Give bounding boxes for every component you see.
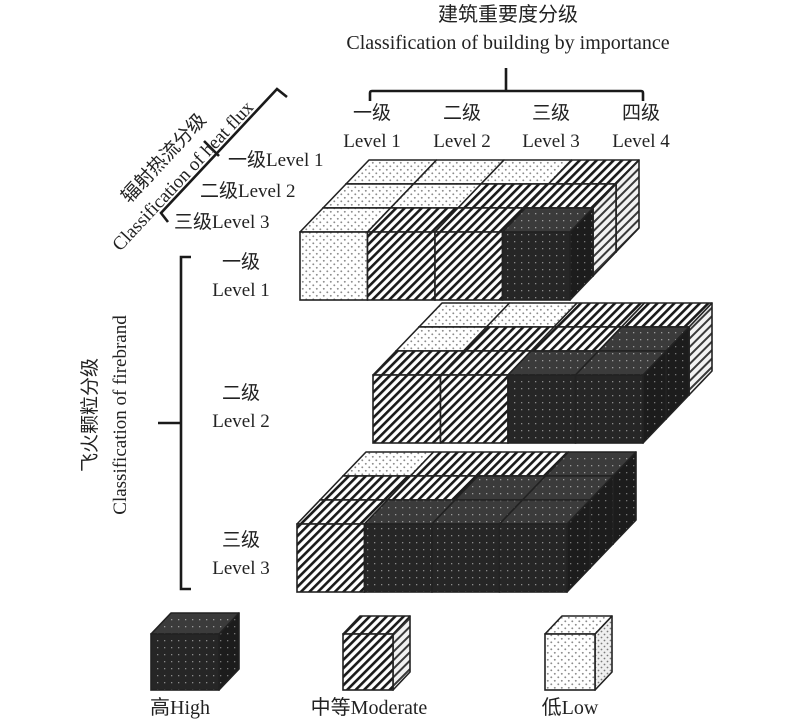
legend-swatch-high	[150, 612, 240, 691]
building-level-4-cn: 四级	[621, 103, 661, 124]
legend-swatch-low-front-face	[544, 633, 596, 691]
axis-brackets	[158, 68, 645, 591]
risk-cell-fb1-hf3-bld2-front-face	[366, 231, 436, 301]
risk-cell-fb1-hf3-bld1	[299, 207, 392, 301]
building-level-1-en: Level 1	[343, 131, 401, 152]
legend-swatch-moderate	[342, 615, 411, 691]
risk-cell-fb3-hf3-bld1	[296, 499, 389, 593]
firebrand-level-3-en: Level 3	[212, 558, 270, 579]
legend-swatch-moderate-front-face	[342, 633, 394, 691]
risk-cell-fb1-hf3-bld1-front-face	[299, 231, 369, 301]
building-axis-title-cn: 建筑重要度分级	[438, 4, 578, 26]
building-axis-title-en: Classification of building by importance	[346, 32, 670, 54]
building-level-2-cn: 二级	[442, 103, 482, 124]
legend-label-moderate: 中等Moderate	[310, 697, 428, 719]
risk-cell-fb3-hf3-bld4-front-face	[498, 523, 568, 593]
risk-cell-fb2-hf3-bld1-front-face	[372, 374, 442, 444]
legend-swatch-low	[544, 615, 613, 691]
risk-cell-fb1-hf3-bld2	[366, 207, 459, 301]
risk-cell-fb2-hf3-bld4	[574, 350, 667, 444]
legend-label-high: 高High	[150, 697, 210, 719]
legend-label-low: 低Low	[541, 697, 599, 719]
heat-flux-axis-bracket	[159, 87, 288, 223]
risk-cell-fb3-hf3-bld2-front-face	[363, 523, 433, 593]
firebrand-level-3-cn: 三级	[221, 530, 261, 551]
risk-block-firebrand-level-3	[296, 451, 637, 593]
firebrand-level-2-en: Level 2	[212, 411, 270, 432]
risk-block-firebrand-level-1	[299, 159, 640, 301]
firebrand-level-2-cn: 二级	[221, 383, 261, 404]
firebrand-level-1-cn: 一级	[221, 252, 261, 273]
firebrand-axis-title-en: Classification of firebrand	[110, 315, 131, 515]
risk-cell-fb2-hf3-bld2-front-face	[439, 374, 509, 444]
heat-flux-level-3: 三级Level 3	[174, 212, 270, 233]
risk-cell-fb1-hf3-bld4	[501, 207, 594, 301]
heat-flux-level-2: 二级Level 2	[200, 181, 296, 202]
building-level-3-cn: 三级	[531, 103, 571, 124]
risk-cell-fb1-hf3-bld4-front-face	[501, 231, 571, 301]
risk-cell-fb2-hf3-bld2	[439, 350, 532, 444]
legend-swatch-high-front-face	[150, 633, 220, 691]
firebrand-level-1-en: Level 1	[212, 280, 270, 301]
legend-swatches	[150, 612, 613, 691]
risk-cell-fb3-hf3-bld3	[431, 499, 524, 593]
building-level-3-en: Level 3	[522, 131, 580, 152]
risk-cell-fb3-hf3-bld3-front-face	[431, 523, 501, 593]
risk-cell-fb3-hf3-bld4	[498, 499, 591, 593]
risk-cell-fb3-hf3-bld1-front-face	[296, 523, 366, 593]
firebrand-axis-title: 飞火颗粒分级 Classification of firebrand	[76, 265, 136, 565]
building-level-4-en: Level 4	[612, 131, 670, 152]
firebrand-axis-title-cn: 飞火颗粒分级	[80, 358, 101, 473]
risk-blocks	[296, 159, 713, 593]
heat-flux-level-1: 一级Level 1	[228, 150, 324, 171]
risk-cell-fb3-hf3-bld2	[363, 499, 456, 593]
risk-block-firebrand-level-2	[372, 302, 713, 444]
building-level-2-en: Level 2	[433, 131, 491, 152]
risk-cell-fb2-hf3-bld4-front-face	[574, 374, 644, 444]
risk-cell-fb1-hf3-bld3-front-face	[434, 231, 504, 301]
risk-cell-fb2-hf3-bld3-front-face	[507, 374, 577, 444]
firebrand-axis-bracket	[158, 255, 191, 591]
building-level-1-cn: 一级	[352, 103, 392, 124]
building-axis-bracket	[368, 68, 645, 101]
